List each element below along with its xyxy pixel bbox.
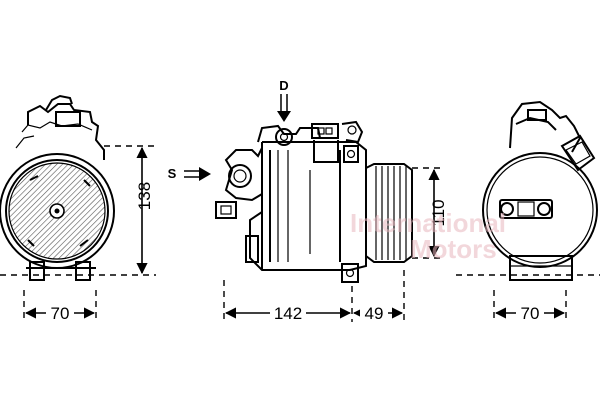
marker-d: D (277, 78, 291, 122)
right-width-label: 70 (521, 304, 540, 323)
watermark: International Motors (350, 208, 506, 264)
left-width-label: 70 (51, 304, 70, 323)
body-length-label: 142 (274, 304, 302, 323)
pulley-diameter-dimension: 110 (428, 168, 448, 258)
pulley-length-label: 49 (365, 304, 384, 323)
rear-view (456, 100, 600, 322)
watermark-line-2: Motors (410, 234, 497, 264)
marker-d-label: D (279, 78, 288, 93)
front-view (0, 94, 156, 322)
right-width-dimension: 70 (494, 303, 566, 323)
marker-s: S (168, 166, 211, 181)
left-height-dimension: 138 (135, 146, 154, 275)
pulley-diameter-label: 110 (429, 199, 448, 226)
length-dimensions: 142 49 (224, 303, 404, 323)
watermark-line-1: International (350, 208, 506, 238)
marker-s-label: S (168, 166, 177, 181)
side-view (215, 120, 440, 322)
left-height-label: 138 (135, 182, 154, 210)
left-width-dimension: 70 (24, 303, 96, 323)
